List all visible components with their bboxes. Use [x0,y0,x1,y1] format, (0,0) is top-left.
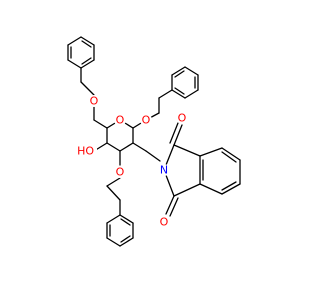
bond [199,183,223,195]
bond [67,36,82,46]
bond [106,237,121,247]
bond-layer [67,36,241,247]
molecule-canvas: O O O HO N O O O [67,36,241,247]
bond-carbonyl [165,195,175,215]
oxygen-label-carbonyl-top: O [178,112,187,125]
bond [173,183,201,197]
bond-double-inner [81,40,92,48]
structure-diagram: O O O HO N O O O [67,36,241,247]
bond [145,150,161,162]
bond [158,89,173,99]
bond [221,183,241,195]
bond-double-inner [120,235,131,243]
bond-carbonyl [169,122,179,144]
bond-double-inner [120,218,131,226]
atom-label-layer: O O O HO N O O O [77,95,188,229]
bond [80,59,95,69]
oxygen-label-ether-top: O [90,95,99,108]
bond [106,177,121,187]
bond [106,185,121,201]
bond-carbonyl [169,197,179,217]
bond [106,142,121,152]
bond [171,66,186,76]
bond [80,81,95,96]
bond-carbonyl [173,124,183,146]
bond [184,66,199,76]
bond [199,147,223,157]
bond-double-inner [221,181,237,191]
oxygen-label-ring: O [116,114,125,127]
oxygen-label-carbonyl-bottom: O [160,216,169,229]
bond [119,214,134,224]
oxygen-label-ether-bottom: O [116,166,125,179]
hydroxyl-label: HO [77,145,94,158]
nitrogen-label-imide: N [160,164,168,177]
bond [119,237,134,247]
bond [106,214,121,224]
bond [184,89,199,99]
bond-double-inner [81,57,92,65]
bond [132,142,147,152]
bond [67,59,82,69]
bond [80,36,95,46]
bond [173,144,201,157]
bond [171,89,186,99]
bond-double-inner [174,87,185,95]
bond-double-inner [174,70,185,78]
bond [221,147,241,161]
bond-double-inner [221,151,237,163]
bond [119,142,134,152]
bond [93,119,108,129]
oxygen-label-anomeric: O [142,114,151,127]
